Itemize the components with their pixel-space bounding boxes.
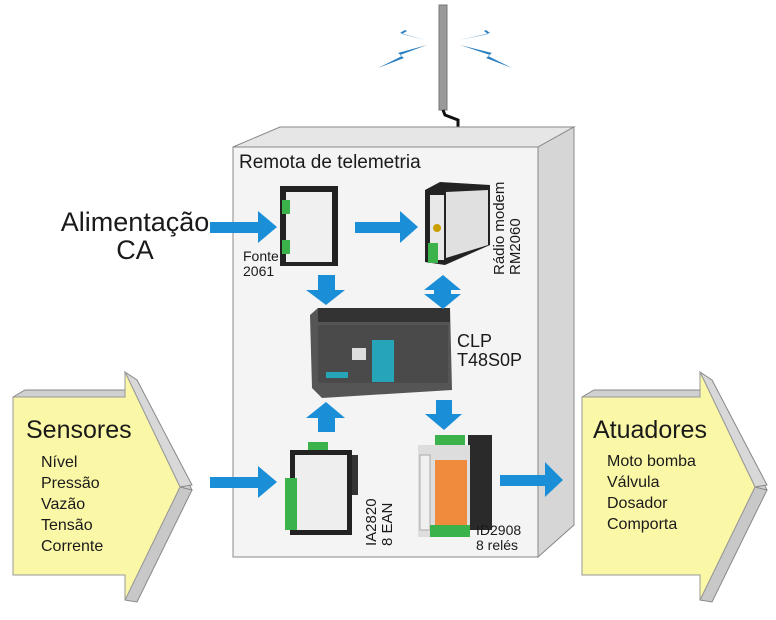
power-supply-model: 2061	[243, 262, 275, 279]
arrow-supply-to-plc	[306, 275, 345, 305]
sensor-item: Tensão	[41, 517, 93, 534]
plc-model: T48S0P	[457, 349, 523, 370]
analog-input-model: IA2820	[363, 498, 380, 546]
power-supply-label: Fonte 2061	[243, 249, 279, 278]
analog-input-device	[285, 442, 358, 535]
radio-modem-label: Rádio modem RM2060	[491, 181, 524, 275]
sensor-item: Nível	[41, 454, 78, 471]
arrow-relays-to-actuators	[500, 462, 563, 497]
plc-name: CLP	[457, 331, 493, 351]
sensors-panel	[11, 370, 193, 603]
power-input-line1: Alimentação	[60, 207, 210, 237]
actuators-title: Atuadores	[593, 416, 707, 444]
power-input-label: Alimentação CA	[60, 208, 210, 265]
arrow-sensors-to-input	[210, 466, 277, 498]
relay-output-device	[418, 435, 492, 537]
actuators-panel	[580, 370, 768, 603]
power-supply-device	[280, 186, 338, 266]
relay-output-model: ID2908	[476, 522, 522, 538]
arrow-supply-to-modem	[355, 211, 418, 243]
radio-modem-device	[425, 182, 490, 265]
enclosure-title: Remota de telemetria	[239, 152, 421, 173]
radio-modem-name: Rádio modem	[491, 181, 508, 275]
antenna-icon	[438, 4, 448, 111]
arrow-input-to-plc	[306, 402, 345, 432]
sensors-list: Nível Pressão Vazão Tensão Corrente	[41, 452, 103, 557]
power-input-line2: CA	[116, 235, 154, 266]
sensor-item: Corrente	[41, 538, 104, 555]
actuator-item: Válvula	[607, 474, 660, 491]
plc-label: CLP T48S0P	[457, 332, 522, 370]
relay-output-label: ID2908 8 relés	[476, 523, 521, 552]
sensors-title: Sensores	[26, 416, 132, 444]
plc-device	[310, 308, 452, 398]
sensor-item: Vazão	[41, 496, 86, 513]
sensor-item: Pressão	[41, 475, 100, 492]
arrow-modem-plc-bidirectional	[424, 275, 461, 309]
actuators-list: Moto bomba Válvula Dosador Comporta	[607, 451, 696, 535]
arrow-power-to-supply	[210, 211, 277, 243]
radio-modem-model: RM2060	[506, 218, 524, 275]
analog-input-label: IA2820 8 EAN	[363, 498, 396, 546]
actuator-item: Moto bomba	[607, 453, 696, 470]
power-supply-name: Fonte	[243, 248, 279, 264]
radio-waves-icon	[378, 18, 512, 68]
actuator-item: Dosador	[607, 495, 668, 512]
arrow-plc-to-relays	[425, 400, 462, 430]
relay-output-channels: 8 relés	[476, 536, 519, 553]
analog-input-channels: 8 EAN	[378, 502, 396, 546]
actuator-item: Comporta	[607, 516, 678, 533]
